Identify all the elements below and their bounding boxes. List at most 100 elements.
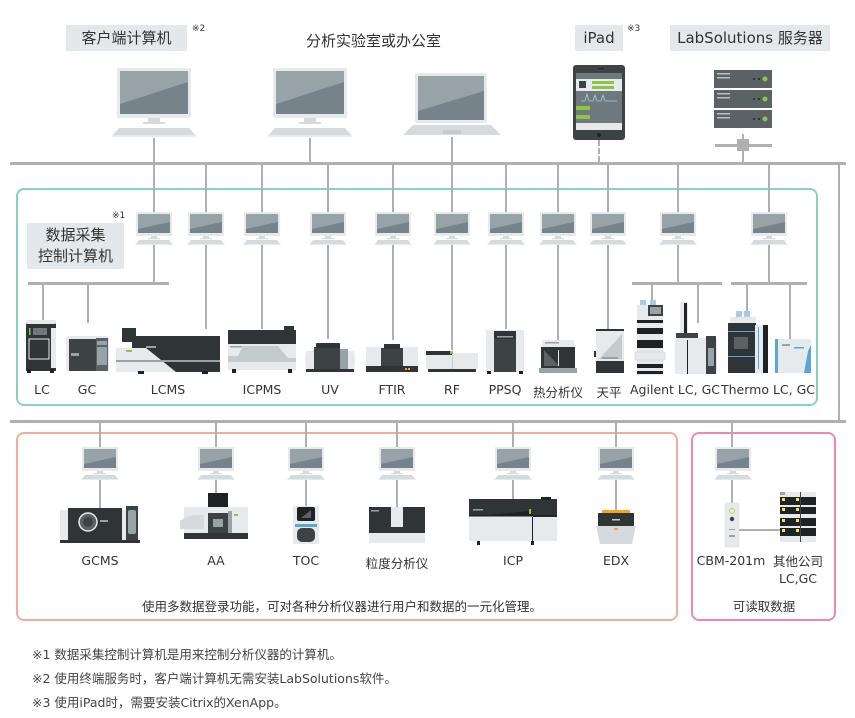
multi-data-group-box bbox=[16, 432, 678, 621]
label-aa: AA bbox=[207, 553, 225, 568]
instrument-icp[interactable] bbox=[469, 497, 557, 545]
network-bus-upper bbox=[10, 162, 846, 165]
instrument-thermal-analyzer[interactable] bbox=[539, 340, 577, 374]
connector-line bbox=[153, 163, 155, 213]
desktop-monitor-icon bbox=[374, 212, 412, 245]
connector-line bbox=[505, 245, 507, 329]
instrument-lcms[interactable] bbox=[116, 328, 220, 374]
connector-line bbox=[451, 163, 453, 213]
label-ftir: FTIR bbox=[378, 382, 406, 397]
instrument-balance[interactable] bbox=[594, 329, 626, 374]
ppsq-instrument-icon bbox=[486, 330, 524, 374]
instrument-uv[interactable] bbox=[304, 343, 356, 373]
instrument-other-vendor-lc-gc[interactable] bbox=[780, 492, 816, 542]
dcu-monitor[interactable] bbox=[78, 447, 122, 481]
desktop-monitor-icon bbox=[287, 447, 325, 480]
label-gcms: GCMS bbox=[81, 553, 119, 568]
connector-line bbox=[87, 283, 89, 323]
dcu-monitor[interactable] bbox=[656, 212, 700, 246]
ftir-instrument-icon bbox=[366, 344, 418, 372]
desktop-monitor-icon bbox=[597, 447, 635, 480]
connector-line bbox=[205, 245, 207, 329]
dcu-monitor[interactable] bbox=[240, 212, 284, 246]
dcu-monitor[interactable] bbox=[194, 447, 238, 481]
connector-line bbox=[396, 480, 398, 512]
other-vendor-lc-gc-icon bbox=[780, 492, 816, 542]
instrument-rf[interactable] bbox=[426, 351, 478, 373]
dcu-monitor[interactable] bbox=[586, 212, 630, 246]
instrument-gc[interactable] bbox=[66, 336, 110, 373]
dcu-monitor[interactable] bbox=[306, 212, 350, 246]
footnote-1: ※1 数据采集控制计算机是用来控制分析仪器的计算机。 bbox=[32, 647, 342, 662]
dcu-monitor[interactable] bbox=[594, 447, 638, 481]
label-icpms: ICPMS bbox=[242, 382, 282, 397]
desktop-monitor-icon bbox=[487, 212, 525, 245]
instrument-lc[interactable] bbox=[26, 320, 58, 373]
dcu-monitor[interactable] bbox=[536, 212, 580, 246]
connector-line bbox=[731, 421, 733, 448]
dcu-monitor[interactable] bbox=[371, 212, 415, 246]
connector-line bbox=[205, 163, 207, 213]
instrument-ftir[interactable] bbox=[366, 344, 418, 373]
dcu-label: 数据采集 控制计算机 bbox=[27, 223, 124, 269]
rf-instrument-icon bbox=[426, 351, 478, 372]
agilent-shared-bus bbox=[632, 282, 722, 285]
connector-line bbox=[327, 163, 329, 213]
desktop-monitor-icon bbox=[378, 447, 416, 480]
connector-line bbox=[215, 421, 217, 448]
dcu-label-line1: 数据采集 bbox=[45, 226, 106, 244]
instrument-toc[interactable] bbox=[293, 506, 319, 544]
connector-line bbox=[99, 421, 101, 448]
read-data-group-box bbox=[691, 432, 836, 621]
dcu-monitor[interactable] bbox=[711, 447, 755, 481]
tablet-icon bbox=[573, 65, 625, 140]
client-laptop[interactable] bbox=[403, 73, 501, 137]
network-hub-icon bbox=[737, 139, 749, 151]
instrument-ppsq[interactable] bbox=[486, 330, 524, 374]
dcu-monitor[interactable] bbox=[284, 447, 328, 481]
label-thermal-analyzer: 热分析仪 bbox=[532, 385, 584, 400]
connector-line bbox=[451, 137, 453, 164]
dcu-note: ※1 bbox=[112, 211, 126, 221]
instrument-thermo-lc-gc[interactable] bbox=[728, 311, 812, 374]
desktop-monitor-icon bbox=[81, 447, 119, 480]
ipad[interactable] bbox=[573, 65, 625, 140]
desktop-monitor-icon bbox=[539, 212, 577, 245]
client-pc-label: 客户端计算机 bbox=[66, 25, 187, 51]
dcu-monitor[interactable] bbox=[375, 447, 419, 481]
instrument-cbm-201m[interactable] bbox=[724, 502, 740, 548]
instrument-agilent-lc-gc[interactable] bbox=[632, 300, 717, 375]
dcu-monitor[interactable] bbox=[184, 212, 228, 246]
connector-line bbox=[42, 283, 44, 323]
connector-line bbox=[677, 163, 679, 213]
instrument-edx[interactable] bbox=[596, 510, 636, 545]
footnote-2: ※2 使用终端服务时，客户端计算机无需安装LabSolutions软件。 bbox=[32, 671, 397, 686]
instrument-gcms[interactable] bbox=[60, 506, 140, 544]
dcu-monitor[interactable] bbox=[430, 212, 474, 246]
client-desktop-2[interactable] bbox=[268, 68, 352, 138]
instrument-aa[interactable] bbox=[180, 493, 252, 543]
dcu-group-box bbox=[16, 188, 818, 406]
dcu-monitor[interactable] bbox=[484, 212, 528, 246]
dcu-monitor[interactable] bbox=[747, 212, 791, 246]
icp-instrument-icon bbox=[469, 497, 557, 545]
dcu-label-line2: 控制计算机 bbox=[37, 247, 113, 265]
desktop-monitor-icon bbox=[268, 68, 352, 137]
labsolutions-server[interactable] bbox=[714, 68, 774, 134]
label-other-vendor-line1: 其他公司 bbox=[772, 554, 824, 569]
client-desktop-1[interactable] bbox=[112, 68, 196, 138]
uv-instrument-icon bbox=[305, 343, 355, 372]
ipad-note: ※3 bbox=[627, 24, 641, 34]
desktop-monitor-icon bbox=[750, 212, 788, 245]
instrument-icpms[interactable] bbox=[228, 326, 296, 374]
connector-line bbox=[651, 283, 653, 305]
dcu-shared-bus bbox=[28, 282, 169, 285]
dcu-monitor[interactable] bbox=[132, 212, 176, 246]
edx-instrument-icon bbox=[596, 510, 636, 544]
label-other-vendor-lc-gc: 其他公司 LC,GC bbox=[773, 553, 823, 587]
connector-line bbox=[305, 480, 307, 511]
instrument-particle-size-analyzer[interactable] bbox=[369, 507, 425, 544]
cbm-link-line bbox=[739, 529, 781, 531]
connector-line bbox=[789, 283, 791, 341]
dcu-monitor[interactable] bbox=[491, 447, 535, 481]
